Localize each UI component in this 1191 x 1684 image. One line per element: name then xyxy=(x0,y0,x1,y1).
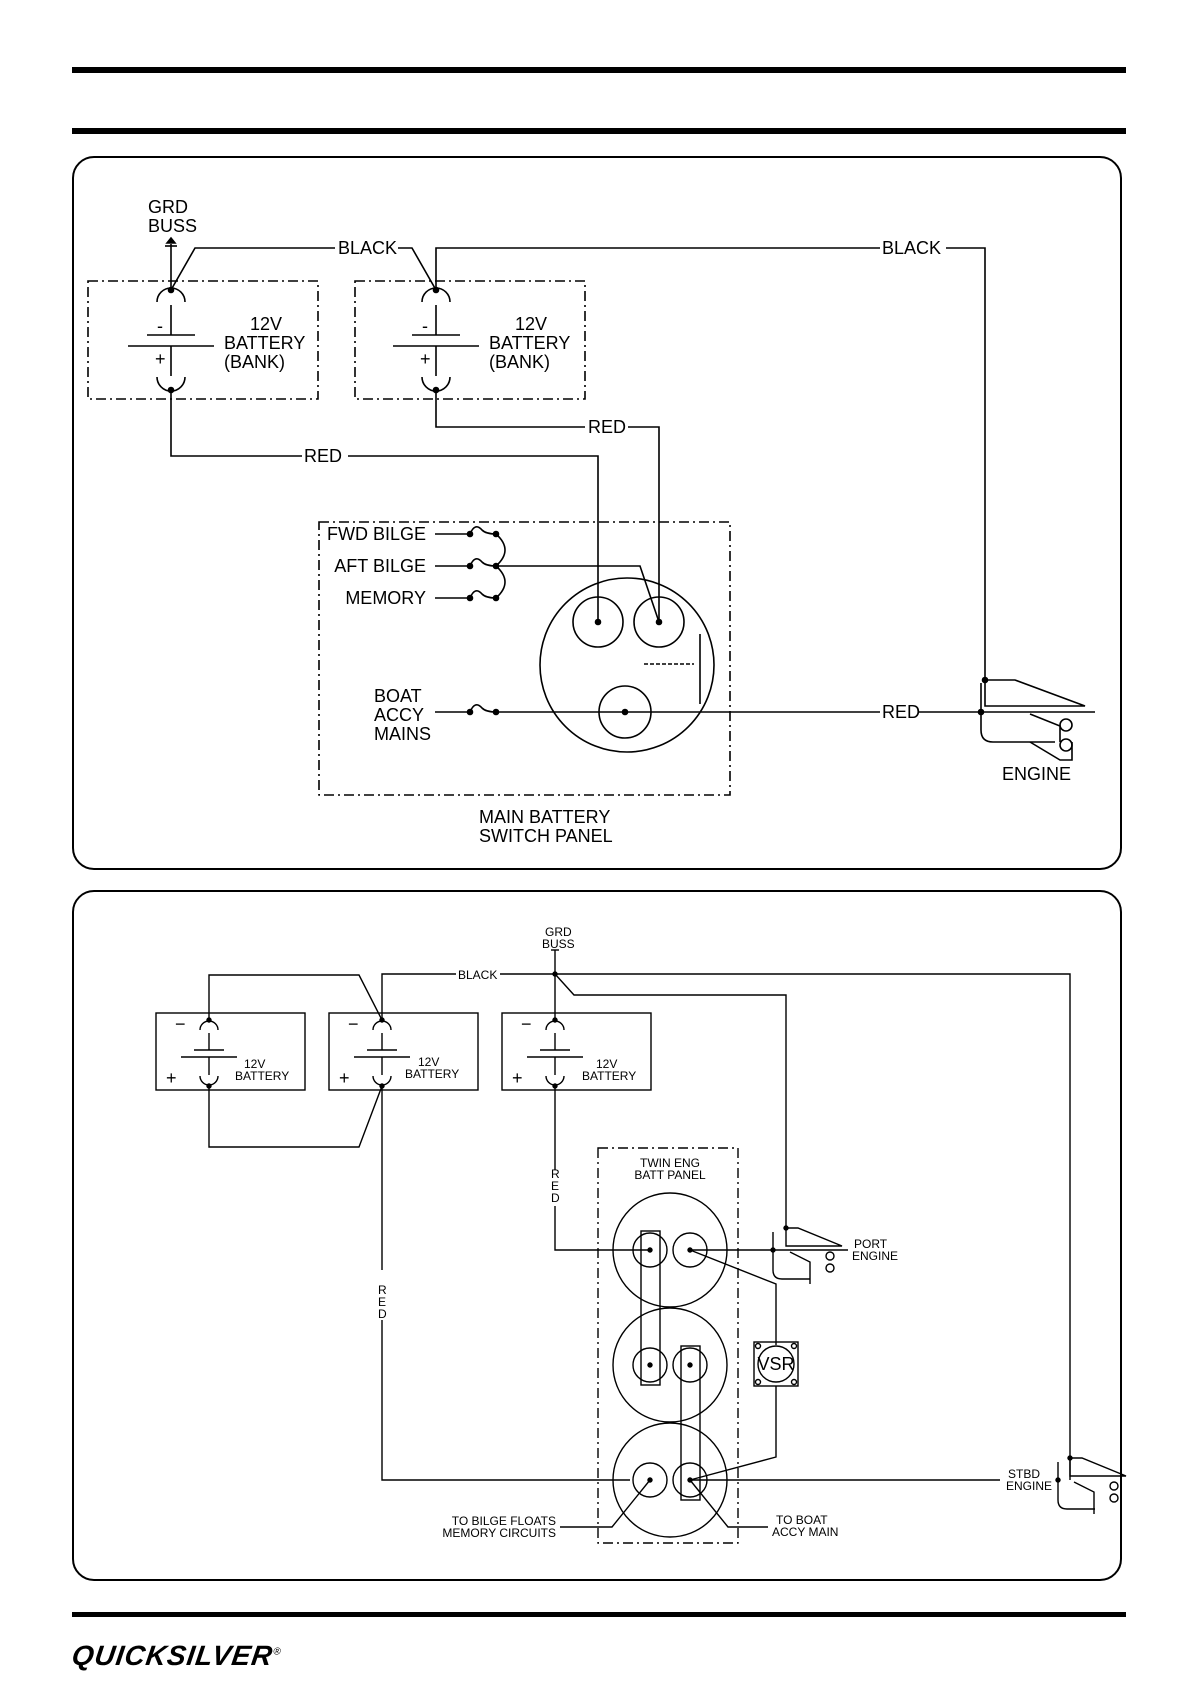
red-wire-2 xyxy=(435,390,585,428)
battery-1-plus: + xyxy=(155,349,166,369)
circuit-breakers xyxy=(435,526,1095,716)
battery-2-label-bank: (BANK) xyxy=(489,352,550,372)
boat-accy-label-2: ACCY MAIN xyxy=(772,1525,838,1539)
stbd-engine-label-1: STBD xyxy=(1008,1467,1040,1481)
red-wire-label-1: RED xyxy=(304,446,342,466)
battery-2-symbol xyxy=(393,286,479,394)
battery-1-label-type: BATTERY xyxy=(235,1069,289,1083)
single-engine-diagram-panel xyxy=(72,156,1122,870)
single-engine-wiring-diagram: GRD BUSS BLACK BLACK RED RED RED - + 12V… xyxy=(87,197,1095,846)
vertical-letter: R xyxy=(378,1283,387,1297)
switch-panel-label-2: SWITCH PANEL xyxy=(479,826,613,846)
battery-3-symbol xyxy=(527,1017,583,1089)
battery-2-label-voltage: 12V xyxy=(515,314,547,334)
vsr-label: VSR xyxy=(757,1354,794,1374)
red-wire-2b xyxy=(628,426,660,622)
red-wire-label-3: RED xyxy=(882,702,920,722)
twin-engine-diagram-panel xyxy=(72,890,1122,1581)
battery-2-plus: + xyxy=(420,349,431,369)
jumper-bar-1 xyxy=(640,1230,661,1386)
port-engine-label-2: ENGINE xyxy=(852,1249,898,1263)
jumper-bar-2 xyxy=(680,1345,701,1501)
switch-post-2 xyxy=(633,596,685,648)
battery-bank-1-enclosure xyxy=(87,280,319,400)
circuit-label-memory: MEMORY xyxy=(345,588,426,608)
battery-2-minus: − xyxy=(348,1014,359,1034)
black-wire-2 xyxy=(435,247,880,290)
black-wire-2b xyxy=(946,247,986,680)
grd-buss-label-2: BUSS xyxy=(542,937,575,951)
bilge-floats-label-1: TO BILGE FLOATS xyxy=(452,1514,556,1528)
black-wire-1b xyxy=(398,247,437,291)
stbd-engine-icon xyxy=(1055,1455,1127,1514)
port-engine-label-1: PORT xyxy=(854,1237,888,1251)
red-wire-label-2: RED xyxy=(588,417,626,437)
quicksilver-logo: QUICKSILVER® xyxy=(70,1640,284,1672)
bilge-floats-label-2: MEMORY CIRCUITS xyxy=(442,1526,556,1540)
twin-panel-label-2: BATT PANEL xyxy=(634,1168,706,1182)
battery-2-symbol xyxy=(354,1017,410,1089)
grd-buss-label-1: GRD xyxy=(545,925,572,939)
twin-panel-label-1: TWIN ENG xyxy=(640,1156,700,1170)
battery-1-enclosure xyxy=(155,1012,306,1091)
top-rule xyxy=(72,67,1126,73)
port-engine-icon xyxy=(770,1225,843,1284)
boat-accy-label-1: TO BOAT xyxy=(776,1513,828,1527)
battery-1-label-bank: (BANK) xyxy=(224,352,285,372)
engine-label: ENGINE xyxy=(1002,764,1071,784)
boat-accy-label-3: MAINS xyxy=(374,724,431,744)
red-wire-1 xyxy=(170,390,302,457)
battery-1-plus: + xyxy=(166,1068,177,1088)
twin-eng-batt-panel xyxy=(597,1147,739,1544)
battery-1-label-voltage: 12V xyxy=(244,1057,265,1071)
header-rule xyxy=(72,128,1126,134)
battery-1-symbol xyxy=(181,1017,237,1089)
main-battery-switch-panel xyxy=(318,521,731,796)
battery-2-label-type: BATTERY xyxy=(489,333,570,353)
grd-buss-label-1: GRD xyxy=(148,197,188,217)
battery-1-label-voltage: 12V xyxy=(250,314,282,334)
battery-2-enclosure xyxy=(328,1012,479,1091)
battery-3-enclosure xyxy=(501,1012,652,1091)
vertical-letter: E xyxy=(551,1179,559,1193)
boat-accy-label-2: ACCY xyxy=(374,705,424,725)
boat-accy-label-1: BOAT xyxy=(374,686,422,706)
vertical-letter: D xyxy=(378,1307,387,1321)
registered-mark: ® xyxy=(272,1646,283,1658)
footer-rule xyxy=(72,1612,1126,1617)
battery-2-label-type: BATTERY xyxy=(405,1067,459,1081)
logo-text: QUICKSILVER xyxy=(69,1640,276,1671)
battery-3-plus: + xyxy=(512,1068,523,1088)
battery-1-label-type: BATTERY xyxy=(224,333,305,353)
battery-3-minus: − xyxy=(521,1014,532,1034)
selector-switch-body xyxy=(539,577,715,753)
engine-icon xyxy=(977,676,1086,761)
battery-2-plus: + xyxy=(339,1068,350,1088)
vertical-letter: D xyxy=(551,1191,560,1205)
circuit-label-fwd-bilge: FWD BILGE xyxy=(327,524,426,544)
switch-2-body xyxy=(612,1307,728,1423)
battery-bank-2-enclosure xyxy=(354,280,586,400)
vertical-letter: E xyxy=(378,1295,386,1309)
switch-panel-label-1: MAIN BATTERY xyxy=(479,807,610,827)
black-wire-1 xyxy=(170,247,335,291)
vertical-letter: R xyxy=(551,1167,560,1181)
battery-1-symbol xyxy=(128,286,214,394)
black-wire-label-2: BLACK xyxy=(882,238,941,258)
battery-2-minus: - xyxy=(422,316,428,336)
battery-1-minus: − xyxy=(175,1014,186,1034)
battery-3-label-voltage: 12V xyxy=(596,1057,617,1071)
switch-post-1 xyxy=(572,596,624,648)
battery-3-label-type: BATTERY xyxy=(582,1069,636,1083)
battery-2-label-voltage: 12V xyxy=(418,1055,439,1069)
grd-buss-label-2: BUSS xyxy=(148,216,197,236)
black-wire-label-1: BLACK xyxy=(338,238,397,258)
stbd-engine-label-2: ENGINE xyxy=(1006,1479,1052,1493)
black-wire-label: BLACK xyxy=(458,968,497,982)
battery-1-minus: - xyxy=(157,316,163,336)
circuit-label-aft-bilge: AFT BILGE xyxy=(334,556,426,576)
